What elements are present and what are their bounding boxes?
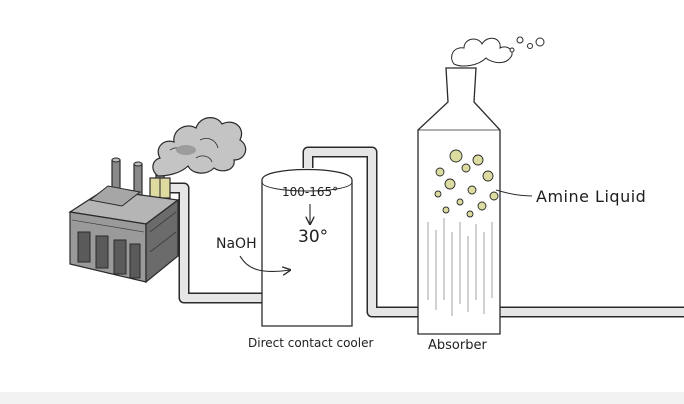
factory-icon (68, 157, 180, 284)
direct-contact-cooler-label: Direct contact cooler (248, 336, 374, 350)
inlet-temperature-label: 100-165° (282, 185, 339, 199)
cooler-vessel (261, 168, 353, 327)
bottom-band (0, 392, 684, 404)
absorber-tower (417, 67, 501, 335)
absorber-label: Absorber (428, 338, 487, 353)
outlet-temperature-label: 30° (298, 227, 329, 247)
smoke-cloud-icon (152, 117, 247, 177)
amine-pointer-line (495, 189, 533, 197)
amine-liquid-label: Amine Liquid (536, 187, 647, 206)
naoh-label: NaOH (216, 236, 257, 252)
naoh-arrow-icon (239, 255, 290, 271)
exhaust-cloud-icon (451, 36, 545, 67)
